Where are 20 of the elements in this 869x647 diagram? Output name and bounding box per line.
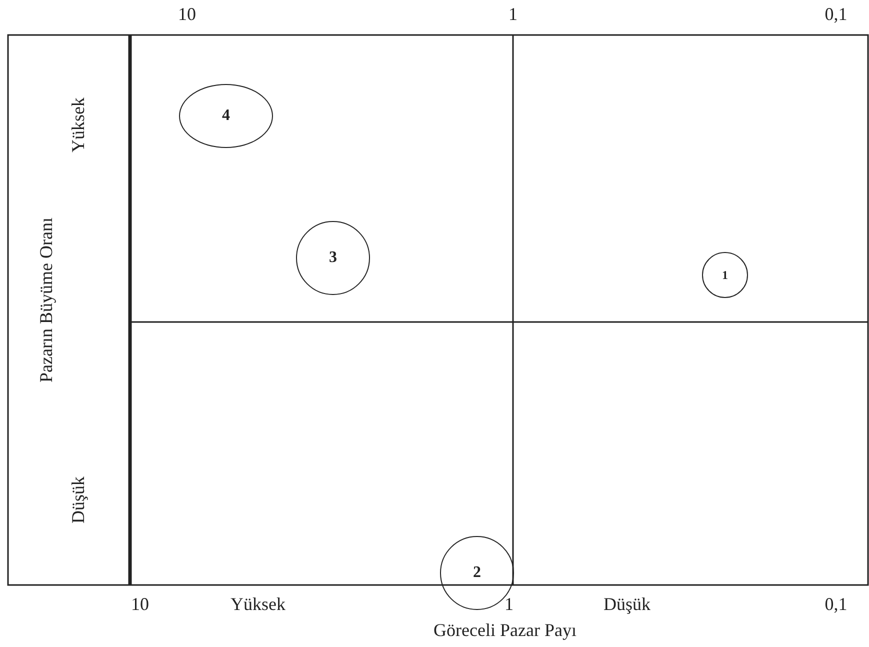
tick-label: 10 xyxy=(178,4,196,24)
bubble-number: 1 xyxy=(722,268,728,282)
bubble-circle xyxy=(179,84,273,148)
axis-category-label: Düşük xyxy=(68,476,88,524)
tick-label: 10 xyxy=(131,594,149,614)
tick-label: 0,1 xyxy=(824,4,848,24)
tick-label: 0,1 xyxy=(824,594,848,614)
bubble-number: 4 xyxy=(222,107,230,125)
bubble-circle xyxy=(702,252,748,298)
axis-category-label: Düşük xyxy=(604,594,650,614)
bubble-circle xyxy=(296,221,370,295)
bubble-number: 2 xyxy=(473,564,481,582)
axis-category-label: Yüksek xyxy=(230,594,286,614)
axis-category-label: Yüksek xyxy=(68,98,88,152)
tick-label: 1 xyxy=(508,4,518,24)
bubble-circle xyxy=(440,536,514,610)
axis-title: Göreceli Pazar Payı xyxy=(434,620,576,640)
axis-title: Pazarın Büyüme Oranı xyxy=(36,218,56,382)
tick-label: 1 xyxy=(504,594,514,614)
bubble-number: 3 xyxy=(329,249,337,267)
